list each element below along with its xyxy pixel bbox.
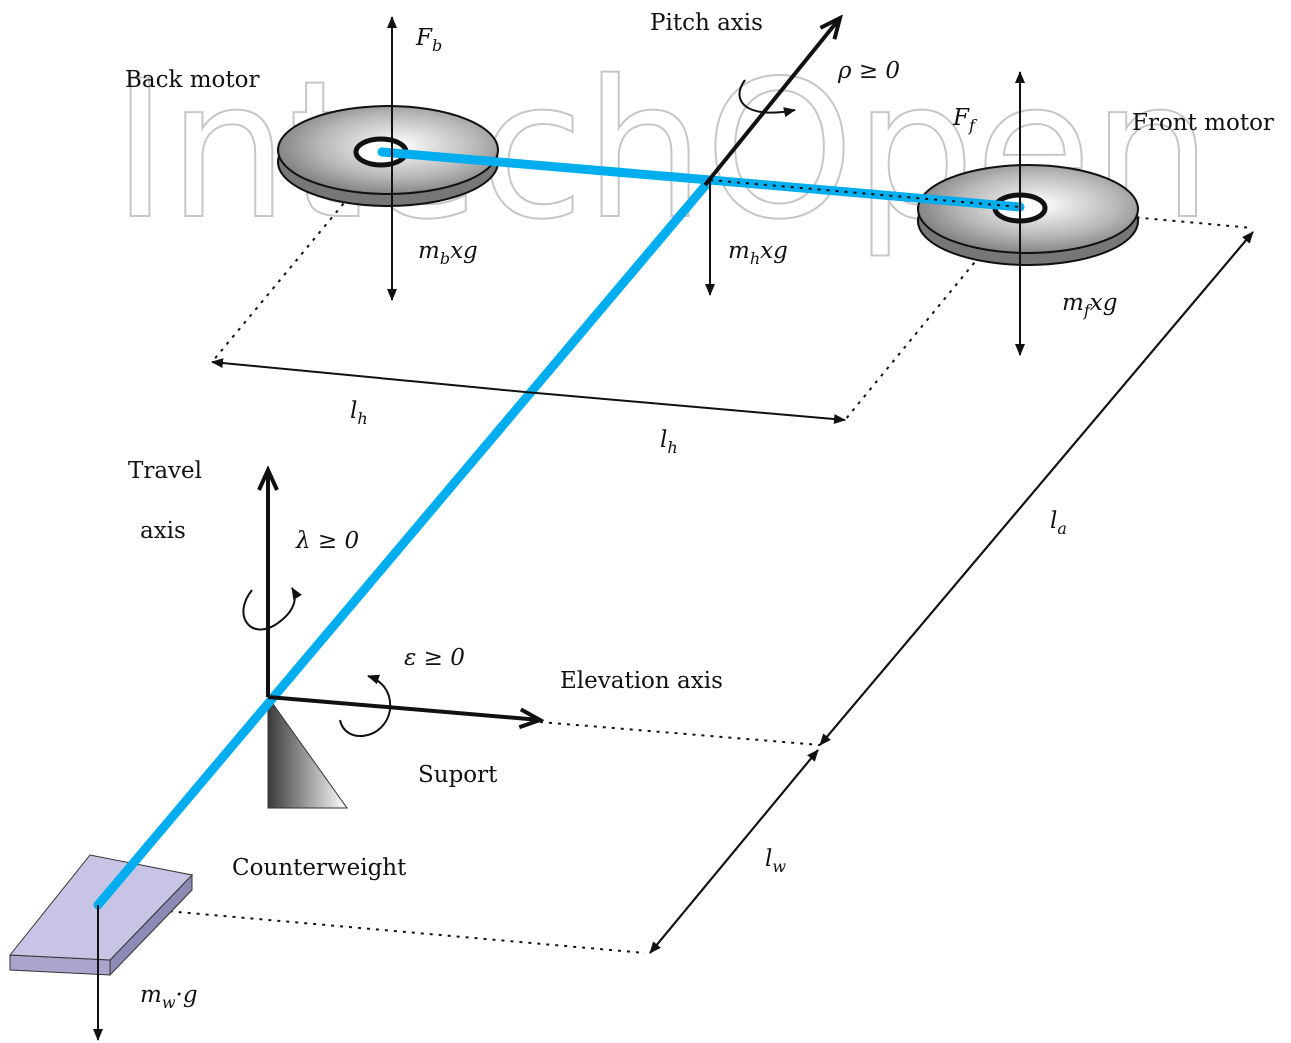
pitch-rotation-arrow	[738, 79, 796, 118]
back-weight-label: mbxg	[418, 238, 478, 268]
labels: Pitch axis Back motor Front motor Travel…	[125, 10, 1274, 881]
travel-rotation-arrow	[242, 587, 302, 631]
rho-label: ρ ≥ 0	[837, 58, 900, 84]
epsilon-label: ε ≥ 0	[404, 645, 465, 671]
lh-left-label: lh	[350, 398, 368, 428]
math-labels: Fb Ff ρ ≥ 0 λ ≥ 0 ε ≥ 0 mbxg mhxg mfxg m…	[140, 25, 1117, 1012]
counterweight-label: Counterweight	[232, 855, 407, 881]
back-motor	[277, 105, 499, 207]
travel-axis-label: axis	[140, 518, 186, 544]
counterweight-weight-label: mw·g	[140, 982, 198, 1012]
back-motor-label: Back motor	[125, 67, 260, 93]
reference-lines	[97, 161, 1254, 954]
la-label: la	[1050, 508, 1067, 538]
suport-label: Suport	[418, 762, 498, 788]
front-motor	[917, 164, 1139, 266]
pitch-axis-label: Pitch axis	[650, 10, 763, 36]
elevation-rotation-arrow	[339, 674, 392, 737]
lh-right-label: lh	[660, 427, 678, 457]
pitch-axis-arrow	[703, 18, 840, 187]
beam	[93, 147, 1025, 910]
front-motor-label: Front motor	[1132, 110, 1274, 136]
elevation-axis-label: Elevation axis	[560, 668, 723, 694]
front-weight-label: mfxg	[1062, 290, 1117, 320]
force-arrows	[93, 16, 1025, 1041]
force-back-label: Fb	[415, 25, 442, 55]
lw-label: lw	[765, 846, 786, 876]
hub-weight-label: mhxg	[728, 238, 788, 268]
dimension-arrows	[211, 231, 1254, 954]
travel-label: Travel	[128, 458, 202, 484]
counterweight-block	[8, 854, 193, 977]
force-front-label: Ff	[952, 105, 978, 135]
support	[267, 695, 348, 809]
lambda-label: λ ≥ 0	[295, 528, 359, 554]
elevation-axis-arrow	[267, 695, 540, 720]
